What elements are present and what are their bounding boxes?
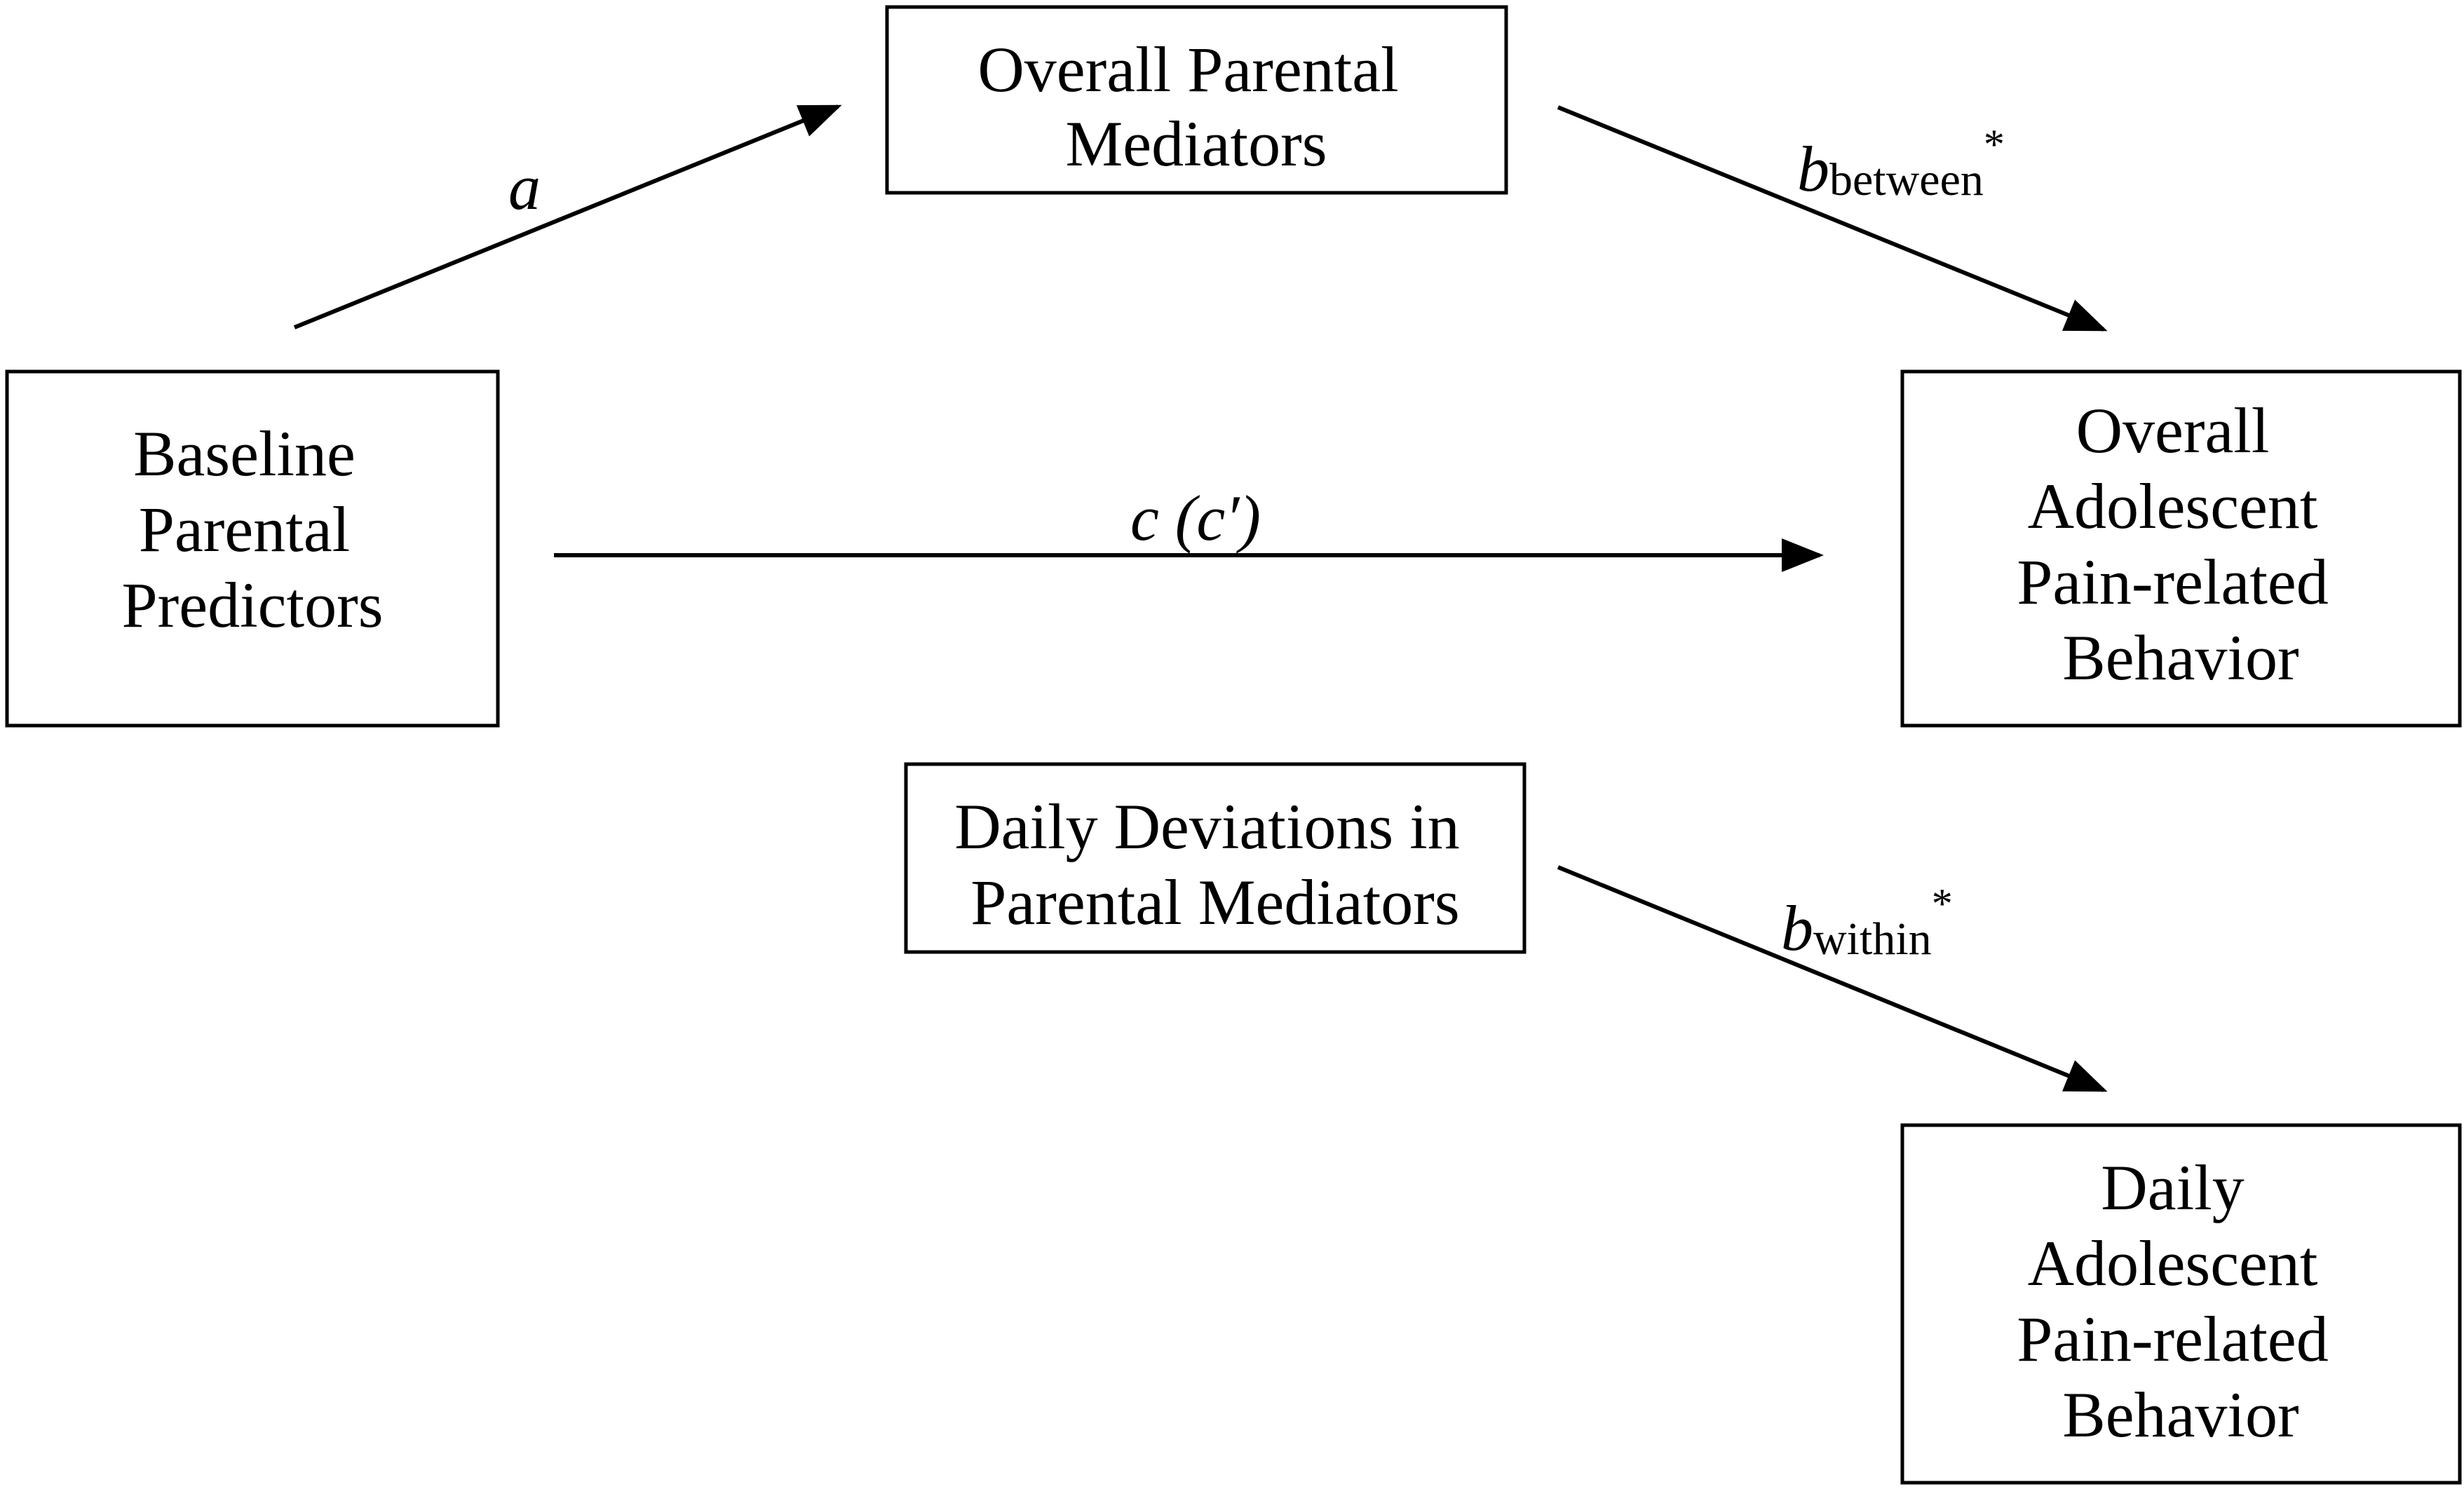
edge-b-between-symbol: b xyxy=(1797,133,1829,205)
edge-b-between-subscript: between xyxy=(1829,154,1984,205)
node-baseline-parental-predictors-label: Baseline Parental Predictors xyxy=(121,418,383,641)
edge-b-within-label: bwithin* xyxy=(1781,881,1953,965)
node-daily-adolescent-behavior-label: Daily Adolescent Pain-related Behavior xyxy=(2017,1152,2344,1450)
edge-b-between-asterisk: * xyxy=(1984,121,2005,168)
edge-a-label: a xyxy=(508,151,541,223)
edge-b-within-symbol: b xyxy=(1781,892,1813,964)
node-daily-deviations-mediators: Daily Deviations in Parental Mediators xyxy=(904,762,1527,954)
node-overall-parental-mediators: Overall Parental Mediators xyxy=(885,5,1508,195)
node-daily-deviations-mediators-label: Daily Deviations in Parental Mediators xyxy=(954,791,1476,938)
edge-b-within-asterisk: * xyxy=(1932,881,1953,927)
edge-b-between-arrow xyxy=(1557,105,2108,332)
node-daily-adolescent-behavior: Daily Adolescent Pain-related Behavior xyxy=(1900,1123,2462,1485)
edge-c-label: c (c′) xyxy=(1130,482,1261,554)
node-overall-adolescent-behavior: Overall Adolescent Pain-related Behavior xyxy=(1900,369,2462,728)
node-overall-adolescent-behavior-label: Overall Adolescent Pain-related Behavior xyxy=(2017,395,2344,693)
node-baseline-parental-predictors: Baseline Parental Predictors xyxy=(5,369,500,728)
edge-a-arrow xyxy=(293,104,842,329)
node-overall-parental-mediators-label: Overall Parental Mediators xyxy=(977,34,1414,179)
edge-b-within-arrow xyxy=(1557,865,2108,1092)
edge-b-within-subscript: within xyxy=(1813,913,1932,965)
edge-b-between-label: bbetween* xyxy=(1797,121,2005,205)
